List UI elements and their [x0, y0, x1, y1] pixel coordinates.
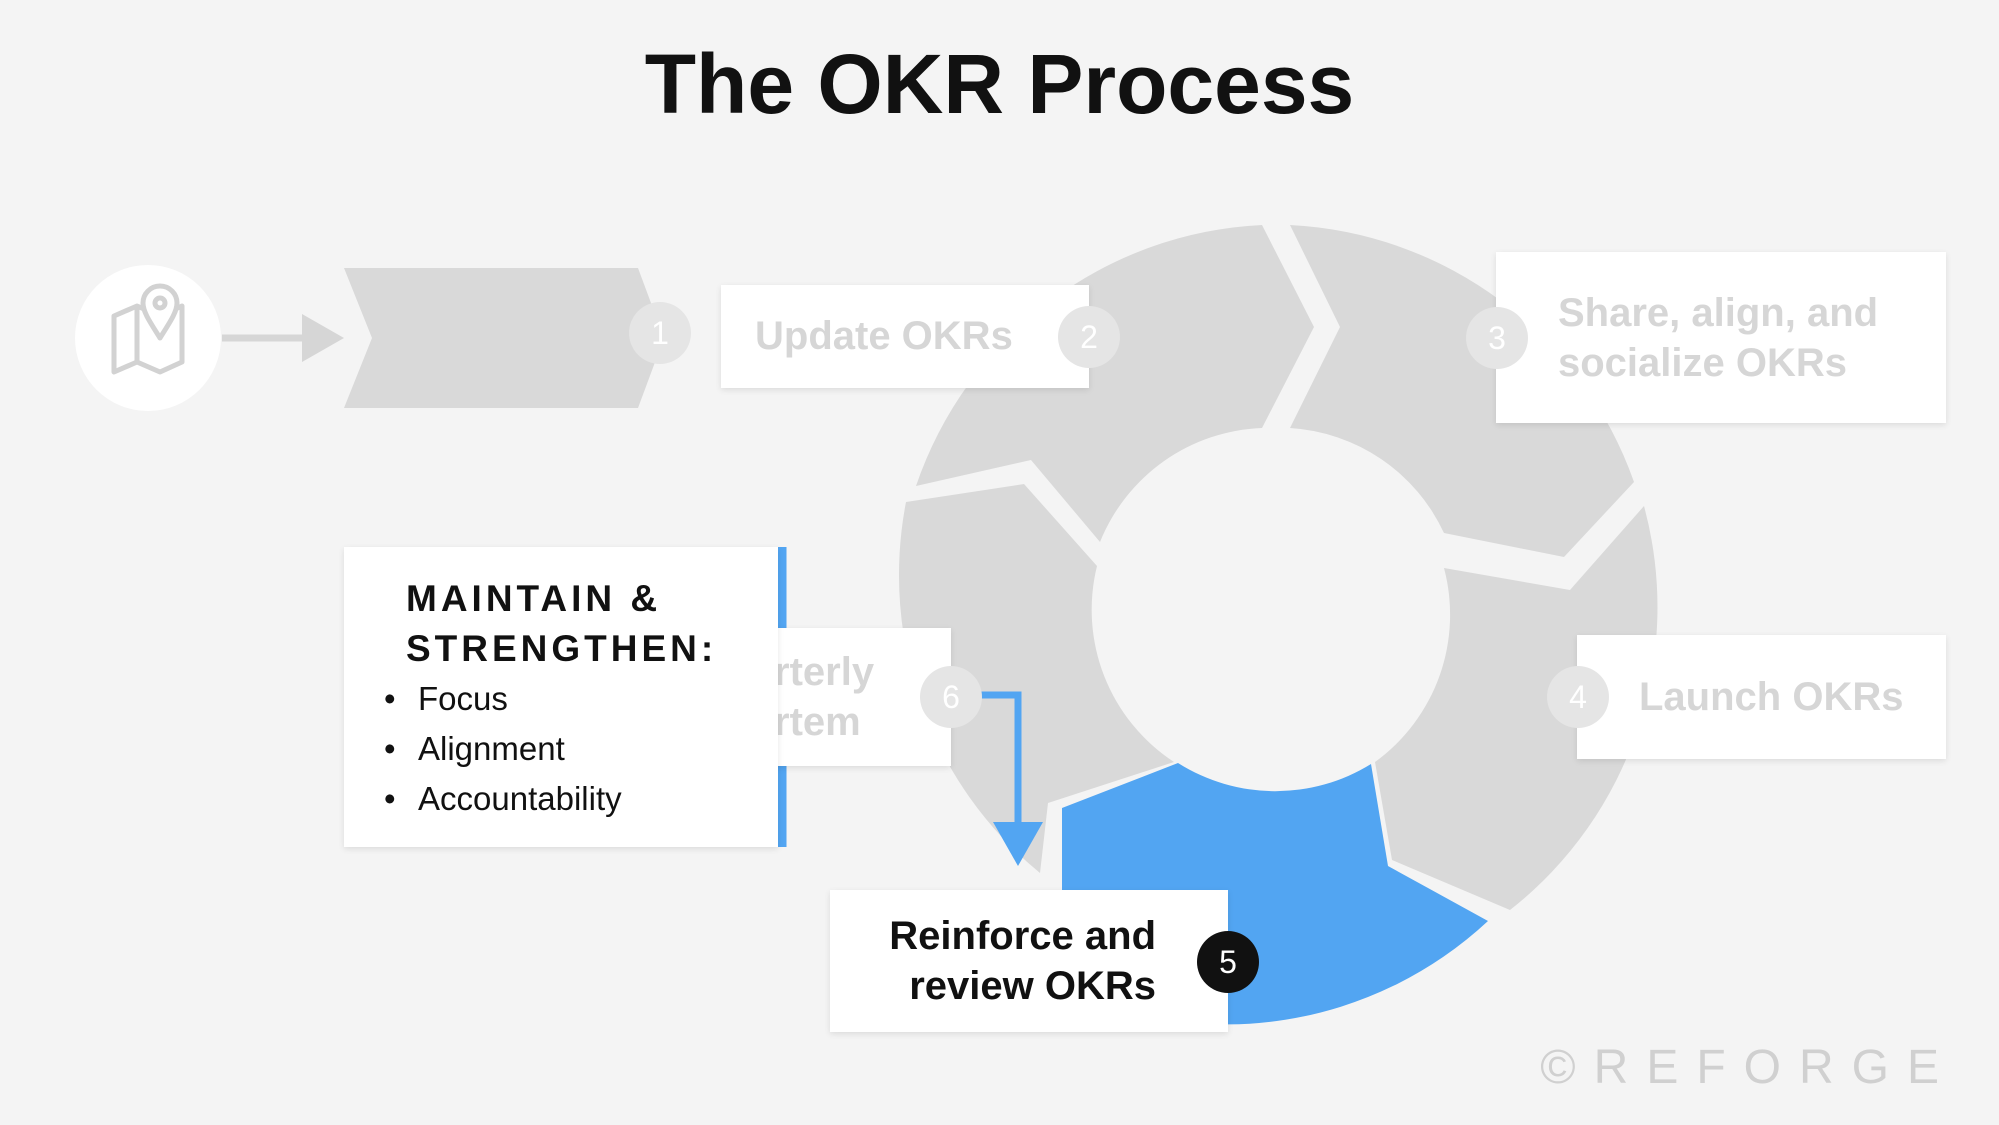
- cycle-segment-2: [916, 225, 1314, 542]
- map-pin-icon: [111, 283, 185, 375]
- step-1-badge: 1: [629, 302, 691, 364]
- step-5-label-line-2: review OKRs: [909, 964, 1156, 1008]
- cycle-segment-4: [1375, 506, 1658, 910]
- step-5-box: Reinforce and review OKRs: [830, 890, 1228, 1032]
- start-circle: [75, 265, 221, 411]
- list-item: Accountability: [384, 774, 717, 824]
- step-4-box: Launch OKRs: [1577, 635, 1946, 759]
- step-1-chevron: [344, 268, 664, 408]
- connector-arrow-head: [993, 822, 1043, 866]
- list-item: Focus: [384, 674, 717, 724]
- cycle-segment-6: [898, 484, 1174, 873]
- page-title: The OKR Process: [644, 37, 1355, 131]
- step-6-box: rterly rtem: [770, 628, 951, 766]
- step-3-label-line-2: socialize OKRs: [1558, 340, 1848, 385]
- maintain-list: Focus Alignment Accountability: [384, 674, 717, 824]
- maintain-title-line-2: STRENGTHEN:: [406, 628, 718, 669]
- cycle-segment-3: [1290, 225, 1634, 557]
- maintain-title-line-1: MAINTAIN &: [406, 578, 662, 619]
- step-6-badge: 6: [920, 666, 982, 728]
- step-4-label: Launch OKRs: [1639, 674, 1904, 719]
- step-6-label-line-1: rterly: [774, 650, 875, 694]
- start-arrow-head: [302, 314, 344, 362]
- reforge-watermark: ©REFORGE: [1540, 1041, 1957, 1094]
- step-2-box: Update OKRs: [721, 285, 1089, 388]
- step-3-badge: 3: [1466, 307, 1528, 369]
- step-3-box: Share, align, and socialize OKRs: [1496, 252, 1946, 423]
- list-item: Alignment: [384, 724, 717, 774]
- step-5-badge: 5: [1197, 931, 1259, 993]
- step-6-label-line-2: rtem: [774, 700, 861, 744]
- step-2-label: Update OKRs: [755, 314, 1013, 358]
- step-5-label-line-1: Reinforce and: [889, 914, 1156, 958]
- maintain-strengthen-box: MAINTAIN & STRENGTHEN: Focus Alignment A…: [344, 547, 778, 847]
- step-2-badge: 2: [1058, 306, 1120, 368]
- step-4-badge: 4: [1547, 666, 1609, 728]
- step-3-label-line-1: Share, align, and: [1558, 290, 1879, 335]
